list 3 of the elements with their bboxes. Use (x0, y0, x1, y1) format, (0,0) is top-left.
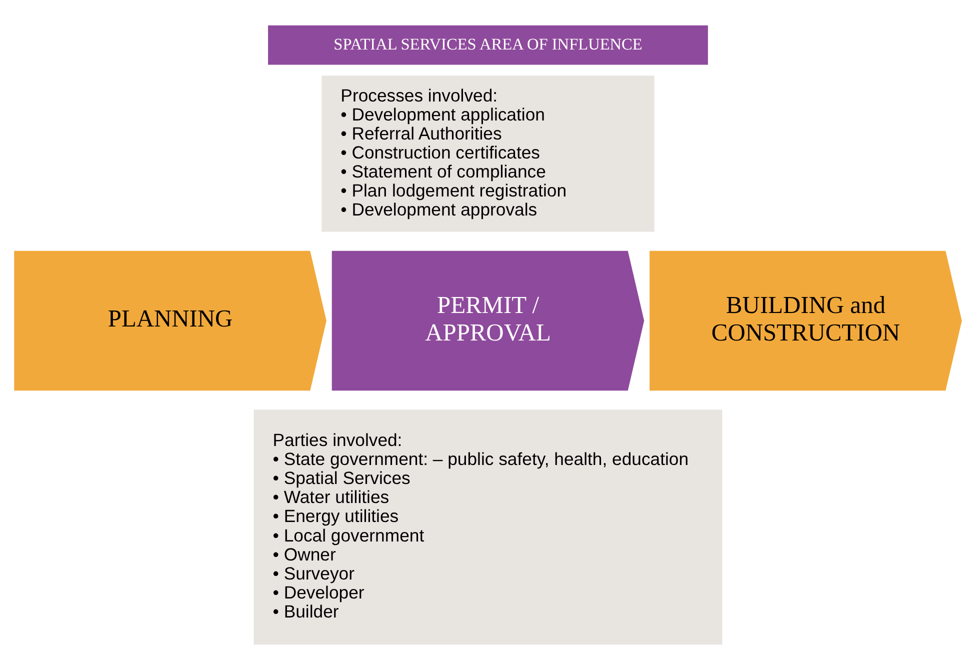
node-box: SPATIAL SERVICES AREA OF INFLUENCE (268, 25, 708, 65)
node-box: Parties involved: • State government: – public safety, health, education • Spatial Services • Water utilities • Energy utilities • Local government • Owner • Surveyor • Developer • Builder (254, 410, 722, 645)
node-box: Processes involved: • Development application • Referral Authorities • Construction certificates • Statement of compliance • Plan lodgement registration • Development approvals (322, 76, 654, 232)
